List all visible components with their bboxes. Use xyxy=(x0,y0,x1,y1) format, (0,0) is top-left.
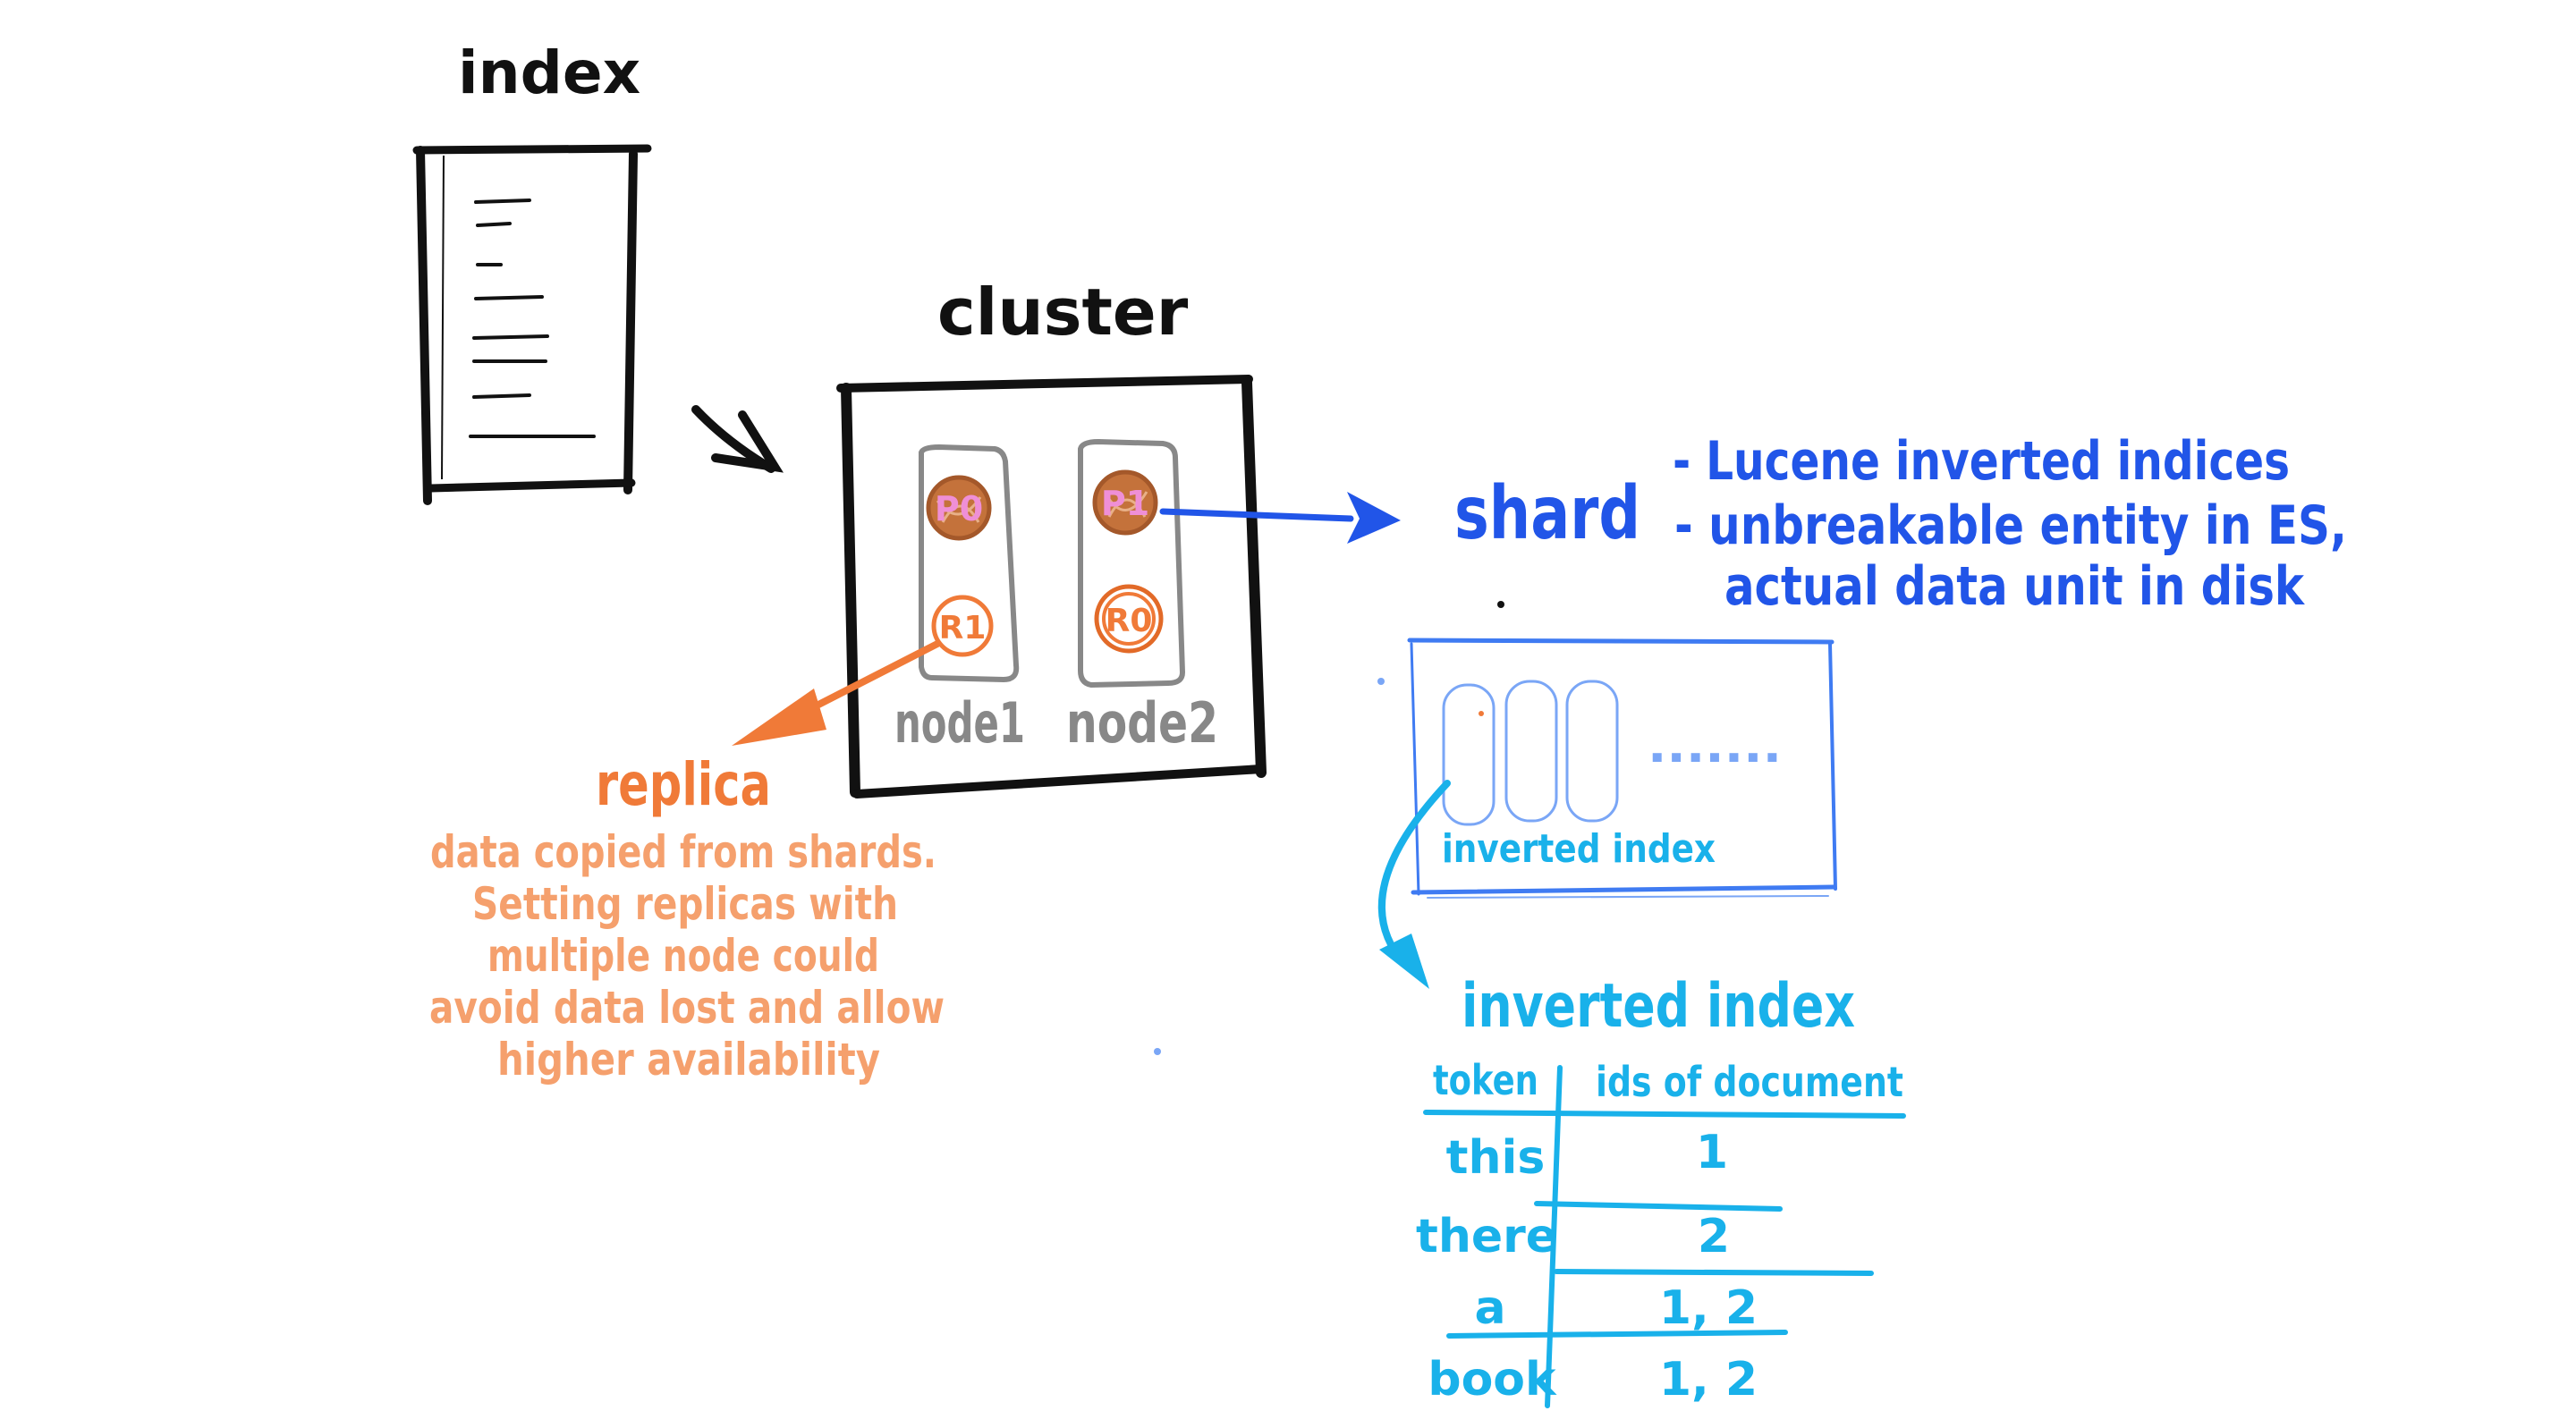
table-row-ids: 1, 2 xyxy=(1659,1353,1758,1407)
table-header-ids: ids of document xyxy=(1596,1058,1903,1106)
inverted-index-table-grid xyxy=(1423,1065,1906,1408)
shard-p0-icon xyxy=(926,475,992,541)
shard-title: shard xyxy=(1454,471,1640,556)
segment-dot-icon xyxy=(1479,711,1484,716)
table-header-token: token xyxy=(1433,1056,1538,1104)
shard-r0-icon xyxy=(1094,584,1164,654)
stray-dot-icon xyxy=(1377,678,1385,685)
shard-note: - Lucene inverted indices xyxy=(1673,430,2290,493)
node2-label: node2 xyxy=(1066,690,1218,756)
table-row-token: this xyxy=(1446,1131,1546,1185)
stray-dot-icon xyxy=(1154,1048,1161,1055)
cluster-box xyxy=(836,375,1267,798)
shard-r0-label: R0 xyxy=(1106,603,1153,639)
replica-desc-line: avoid data lost and allow xyxy=(429,982,945,1034)
shard-box-label: inverted index xyxy=(1442,826,1716,872)
shard-p1-icon xyxy=(1092,469,1158,536)
shard-note: - unbreakable entity in ES, xyxy=(1674,494,2347,557)
arrow-index-to-cluster-icon xyxy=(691,405,784,473)
replica-desc-line: data copied from shards. xyxy=(430,826,936,878)
replica-title: replica xyxy=(596,750,771,819)
arrow-p1-to-shard-icon xyxy=(1159,492,1401,544)
table-row-ids: 1 xyxy=(1696,1126,1728,1179)
stray-dot-icon xyxy=(1497,601,1504,608)
replica-desc-line: higher availability xyxy=(497,1034,880,1086)
index-title: index xyxy=(458,38,640,107)
shard-r1-label: R1 xyxy=(939,610,987,646)
table-row-token: book xyxy=(1428,1353,1557,1407)
index-document-icon xyxy=(412,144,652,505)
replica-desc-line: multiple node could xyxy=(487,930,879,982)
table-row-ids: 2 xyxy=(1698,1210,1730,1263)
node2-container xyxy=(1078,438,1186,689)
cluster-title: cluster xyxy=(937,275,1189,350)
node1-container xyxy=(919,444,1020,683)
segment-cards-icon xyxy=(1442,680,1619,826)
table-row-token: a xyxy=(1474,1281,1505,1335)
shard-r1-icon xyxy=(931,595,994,657)
arrow-shard-to-inverted-index-icon xyxy=(1377,780,1451,989)
table-row-token: there xyxy=(1416,1210,1557,1263)
table-row-ids: 1, 2 xyxy=(1659,1281,1758,1335)
node1-label: node1 xyxy=(894,690,1025,756)
shard-note: actual data unit in disk xyxy=(1724,555,2306,618)
shard-segments-box xyxy=(1407,638,1837,899)
arrow-r1-to-replica-icon xyxy=(732,640,941,746)
shard-p1-label: P1 xyxy=(1101,484,1149,523)
shard-p0-label: P0 xyxy=(935,489,983,528)
shard-box-ellipsis: ....... xyxy=(1648,720,1782,773)
inverted-index-title: inverted index xyxy=(1462,971,1855,1042)
replica-desc-line: Setting replicas with xyxy=(472,878,898,930)
